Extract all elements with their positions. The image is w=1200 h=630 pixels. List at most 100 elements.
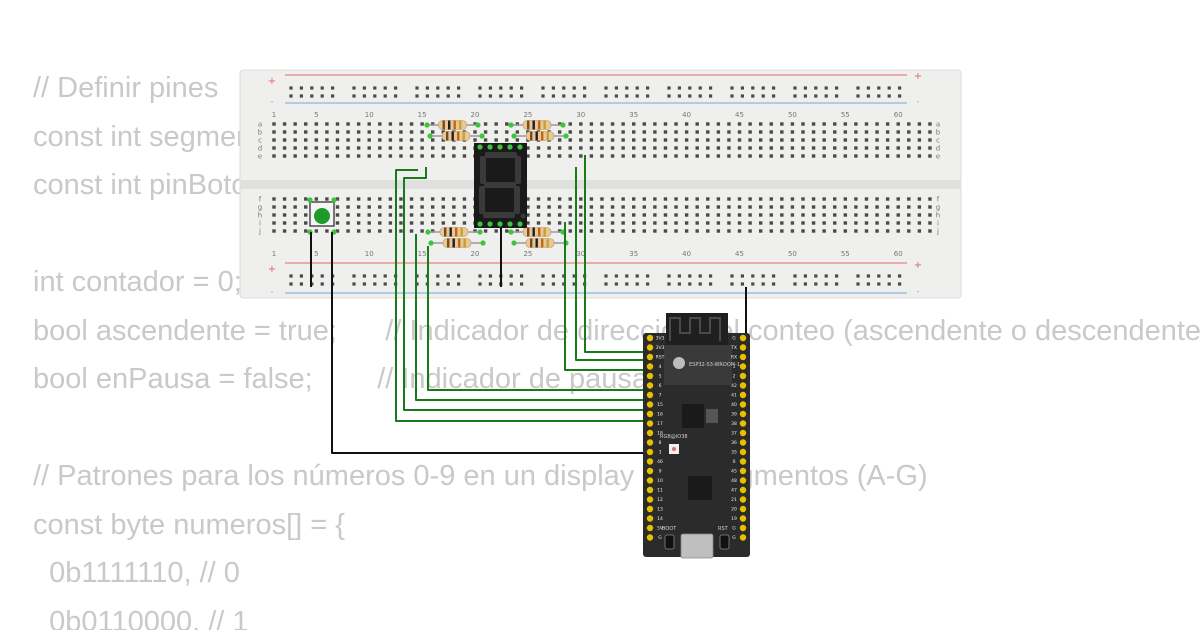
breadboard-hole[interactable] — [431, 205, 435, 209]
breadboard-hole[interactable] — [304, 197, 308, 201]
breadboard-hole[interactable] — [600, 130, 604, 134]
breadboard-hole[interactable] — [632, 154, 636, 158]
breadboard-hole[interactable] — [346, 229, 350, 233]
breadboard-hole[interactable] — [399, 130, 403, 134]
breadboard-hole[interactable] — [399, 146, 403, 150]
breadboard-hole[interactable] — [663, 205, 668, 209]
rail-hole[interactable] — [740, 86, 744, 90]
breadboard-hole[interactable] — [727, 130, 731, 134]
breadboard-hole[interactable] — [801, 213, 805, 217]
rail-hole[interactable] — [740, 282, 744, 286]
rail-hole[interactable] — [331, 94, 335, 98]
breadboard-hole[interactable] — [737, 146, 742, 150]
breadboard-hole[interactable] — [621, 229, 625, 233]
rail-hole[interactable] — [866, 282, 870, 286]
rail-hole[interactable] — [488, 282, 492, 286]
breadboard-hole[interactable] — [737, 221, 742, 225]
breadboard-hole[interactable] — [579, 197, 583, 201]
rail-hole[interactable] — [688, 282, 692, 286]
breadboard-hole[interactable] — [346, 221, 350, 225]
board-pin[interactable]: 3 — [646, 448, 662, 456]
breadboard-hole[interactable] — [589, 130, 594, 134]
breadboard-hole[interactable] — [684, 154, 689, 158]
breadboard-hole[interactable] — [801, 154, 805, 158]
breadboard-hole[interactable] — [811, 221, 816, 225]
breadboard-hole[interactable] — [526, 205, 530, 209]
rail-hole[interactable] — [362, 282, 366, 286]
rail-hole[interactable] — [373, 86, 377, 90]
rail-hole[interactable] — [877, 94, 881, 98]
breadboard-hole[interactable] — [854, 146, 858, 150]
breadboard-hole[interactable] — [399, 229, 403, 233]
breadboard-hole[interactable] — [356, 229, 361, 233]
rail-hole[interactable] — [320, 86, 324, 90]
breadboard-hole[interactable] — [706, 122, 710, 126]
rail-hole[interactable] — [310, 94, 314, 98]
breadboard-hole[interactable] — [833, 154, 837, 158]
breadboard-hole[interactable] — [346, 154, 350, 158]
breadboard-hole[interactable] — [589, 229, 594, 233]
rail-hole[interactable] — [520, 94, 524, 98]
rail-hole[interactable] — [383, 86, 387, 90]
breadboard-hole[interactable] — [833, 122, 837, 126]
breadboard-hole[interactable] — [632, 229, 636, 233]
breadboard-hole[interactable] — [822, 154, 826, 158]
breadboard-hole[interactable] — [674, 130, 678, 134]
breadboard-hole[interactable] — [441, 130, 445, 134]
breadboard-hole[interactable] — [282, 130, 287, 134]
breadboard-hole[interactable] — [589, 221, 594, 225]
rail-hole[interactable] — [520, 86, 524, 90]
breadboard-hole[interactable] — [399, 221, 403, 225]
breadboard-hole[interactable] — [346, 138, 350, 142]
breadboard-hole[interactable] — [896, 154, 900, 158]
breadboard-hole[interactable] — [748, 213, 752, 217]
breadboard-hole[interactable] — [356, 221, 361, 225]
breadboard-hole[interactable] — [653, 205, 657, 209]
breadboard-hole[interactable] — [367, 146, 371, 150]
breadboard-hole[interactable] — [663, 221, 668, 225]
rail-hole[interactable] — [824, 282, 828, 286]
breadboard-hole[interactable] — [304, 229, 308, 233]
breadboard-hole[interactable] — [462, 146, 467, 150]
rail-hole[interactable] — [646, 86, 650, 90]
breadboard-hole[interactable] — [452, 197, 456, 201]
breadboard-hole[interactable] — [293, 221, 297, 225]
breadboard-hole[interactable] — [399, 122, 403, 126]
breadboard-hole[interactable] — [727, 197, 731, 201]
breadboard-hole[interactable] — [483, 138, 488, 142]
breadboard-hole[interactable] — [642, 229, 646, 233]
breadboard-hole[interactable] — [462, 154, 467, 158]
breadboard-hole[interactable] — [409, 130, 414, 134]
rail-hole[interactable] — [898, 282, 902, 286]
breadboard-hole[interactable] — [917, 213, 922, 217]
breadboard-hole[interactable] — [388, 122, 393, 126]
breadboard-hole[interactable] — [833, 146, 837, 150]
breadboard-hole[interactable] — [441, 138, 445, 142]
breadboard-hole[interactable] — [674, 229, 678, 233]
breadboard-hole[interactable] — [674, 122, 678, 126]
breadboard-hole[interactable] — [843, 213, 848, 217]
breadboard-hole[interactable] — [822, 221, 826, 225]
breadboard-hole[interactable] — [780, 138, 784, 142]
breadboard-hole[interactable] — [833, 138, 837, 142]
breadboard-hole[interactable] — [557, 213, 562, 217]
breadboard-hole[interactable] — [706, 229, 710, 233]
breadboard-hole[interactable] — [304, 154, 308, 158]
breadboard-hole[interactable] — [632, 138, 636, 142]
rail-hole[interactable] — [887, 86, 891, 90]
breadboard-hole[interactable] — [642, 130, 646, 134]
breadboard-hole[interactable] — [864, 154, 869, 158]
breadboard-hole[interactable] — [833, 130, 837, 134]
breadboard-hole[interactable] — [378, 205, 382, 209]
breadboard-hole[interactable] — [600, 138, 604, 142]
rail-hole[interactable] — [362, 86, 366, 90]
breadboard-hole[interactable] — [452, 221, 456, 225]
board-pin[interactable]: 21 — [731, 496, 747, 503]
breadboard-hole[interactable] — [642, 197, 646, 201]
board-pin[interactable]: G — [732, 334, 747, 342]
rail-hole[interactable] — [667, 282, 671, 286]
breadboard-hole[interactable] — [716, 221, 721, 225]
breadboard-hole[interactable] — [441, 154, 445, 158]
rail-hole[interactable] — [289, 94, 293, 98]
breadboard-hole[interactable] — [727, 229, 731, 233]
